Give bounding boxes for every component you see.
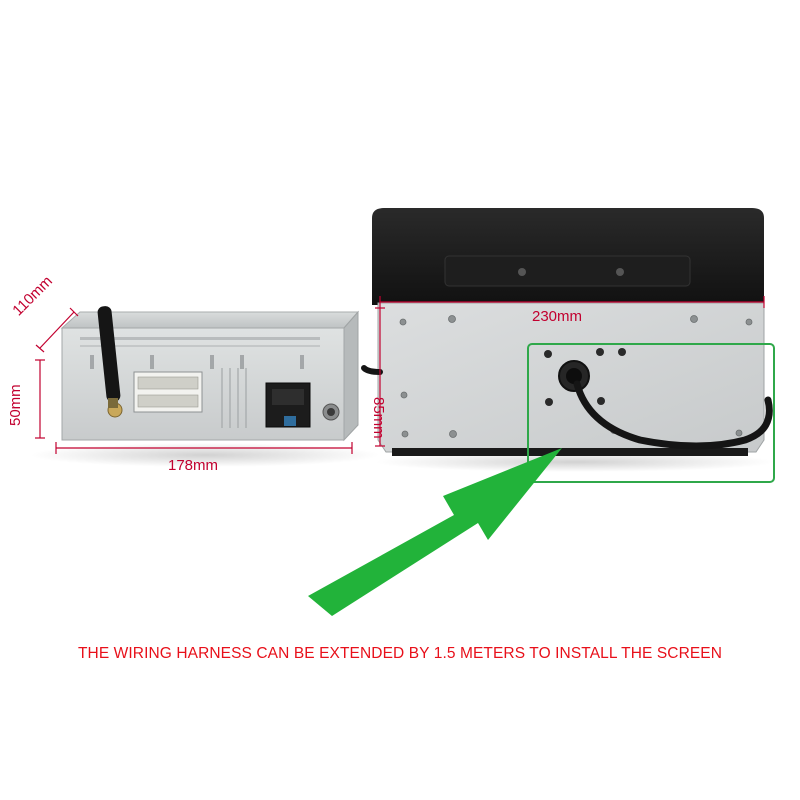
height-label: 50mm bbox=[7, 384, 24, 426]
antenna-icon bbox=[97, 306, 121, 408]
screen-unit bbox=[372, 208, 775, 472]
head-unit bbox=[30, 310, 380, 467]
dimension-lines bbox=[35, 296, 765, 454]
screen-width-label: 230mm bbox=[532, 308, 583, 325]
arrow-icon bbox=[308, 448, 562, 616]
highlight-box bbox=[527, 343, 775, 483]
caption: THE WIRING HARNESS CAN BE EXTENDED BY 1.… bbox=[77, 645, 723, 662]
width-label: 178mm bbox=[168, 457, 219, 474]
screen-height-label: 85mm bbox=[370, 397, 387, 439]
wiring-harness bbox=[361, 365, 773, 450]
